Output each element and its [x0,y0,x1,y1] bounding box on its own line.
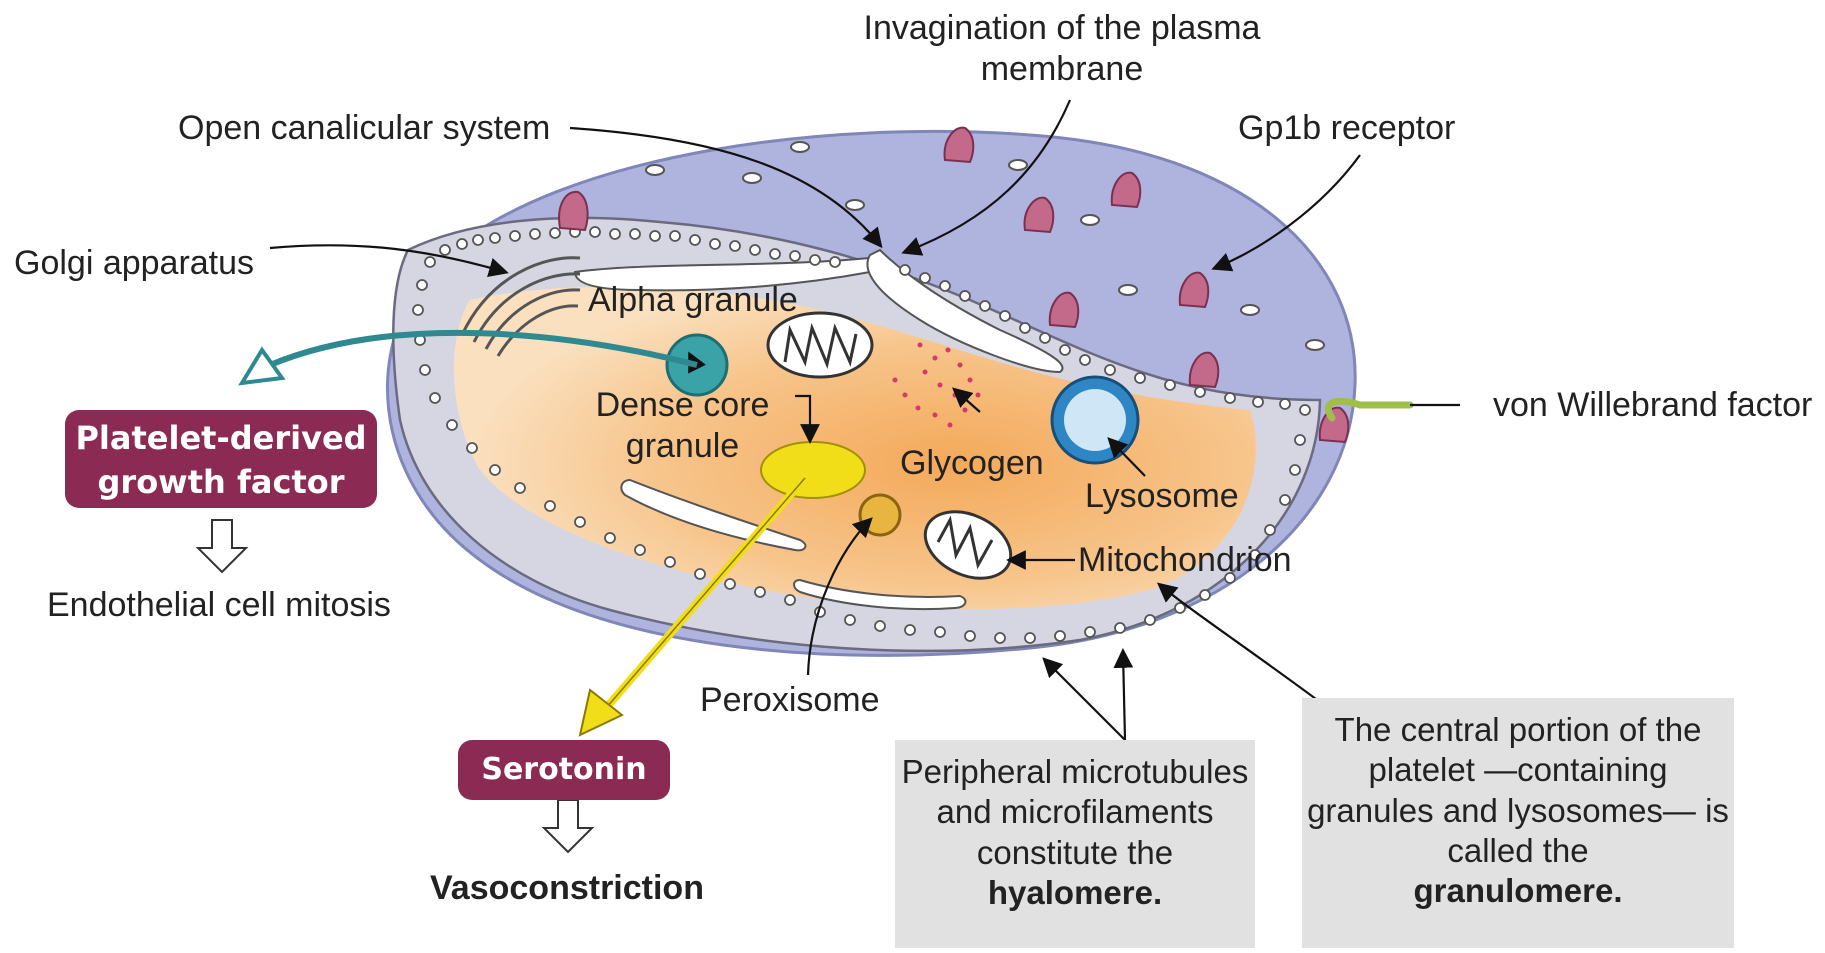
label-open-canalicular: Open canalicular system [178,108,550,149]
pointer-granulomere [1160,585,1320,702]
label-invagination: Invagination of the plasma membrane [862,8,1262,90]
granulomere-box: The central portion of the platelet —con… [1302,698,1734,948]
hyalomere-text: Peripheral microtubules and microfilamen… [902,753,1249,871]
label-vwf: von Willebrand factor [1493,385,1812,426]
label-dense-core: Dense core granule [590,385,775,467]
label-peroxisome: Peroxisome [700,680,880,721]
lysosome-core [1064,389,1126,451]
peroxisome [860,495,900,535]
pdgf-arrowhead [242,350,282,383]
hyalomere-box: Peripheral microtubules and microfilamen… [895,740,1255,948]
label-gp1b: Gp1b receptor [1238,108,1455,149]
endothelial-down-arrow [198,520,246,572]
label-lysosome: Lysosome [1085,476,1239,517]
pointer-hyalomere-a [1045,660,1125,740]
label-golgi: Golgi apparatus [14,243,254,284]
hyalomere-term: hyalomere. [988,874,1162,911]
label-mitochondrion: Mitochondrion [1078,540,1292,581]
granulomere-term: granulomere. [1413,872,1622,909]
label-vasoconstriction: Vasoconstriction [430,868,704,909]
mitochondrion-upper [768,313,872,377]
dense-core-granule [761,442,865,498]
tag-serotonin: Serotonin [458,740,670,800]
label-alpha-granule: Alpha granule [588,280,798,321]
label-endothelial: Endothelial cell mitosis [47,585,391,626]
label-glycogen: Glycogen [900,443,1044,484]
vasoconstriction-down-arrow [544,800,592,852]
granulomere-text: The central portion of the platelet —con… [1307,711,1729,869]
tag-pdgf: Platelet-derived growth factor [65,410,377,508]
pointer-hyalomere-b [1123,652,1125,740]
